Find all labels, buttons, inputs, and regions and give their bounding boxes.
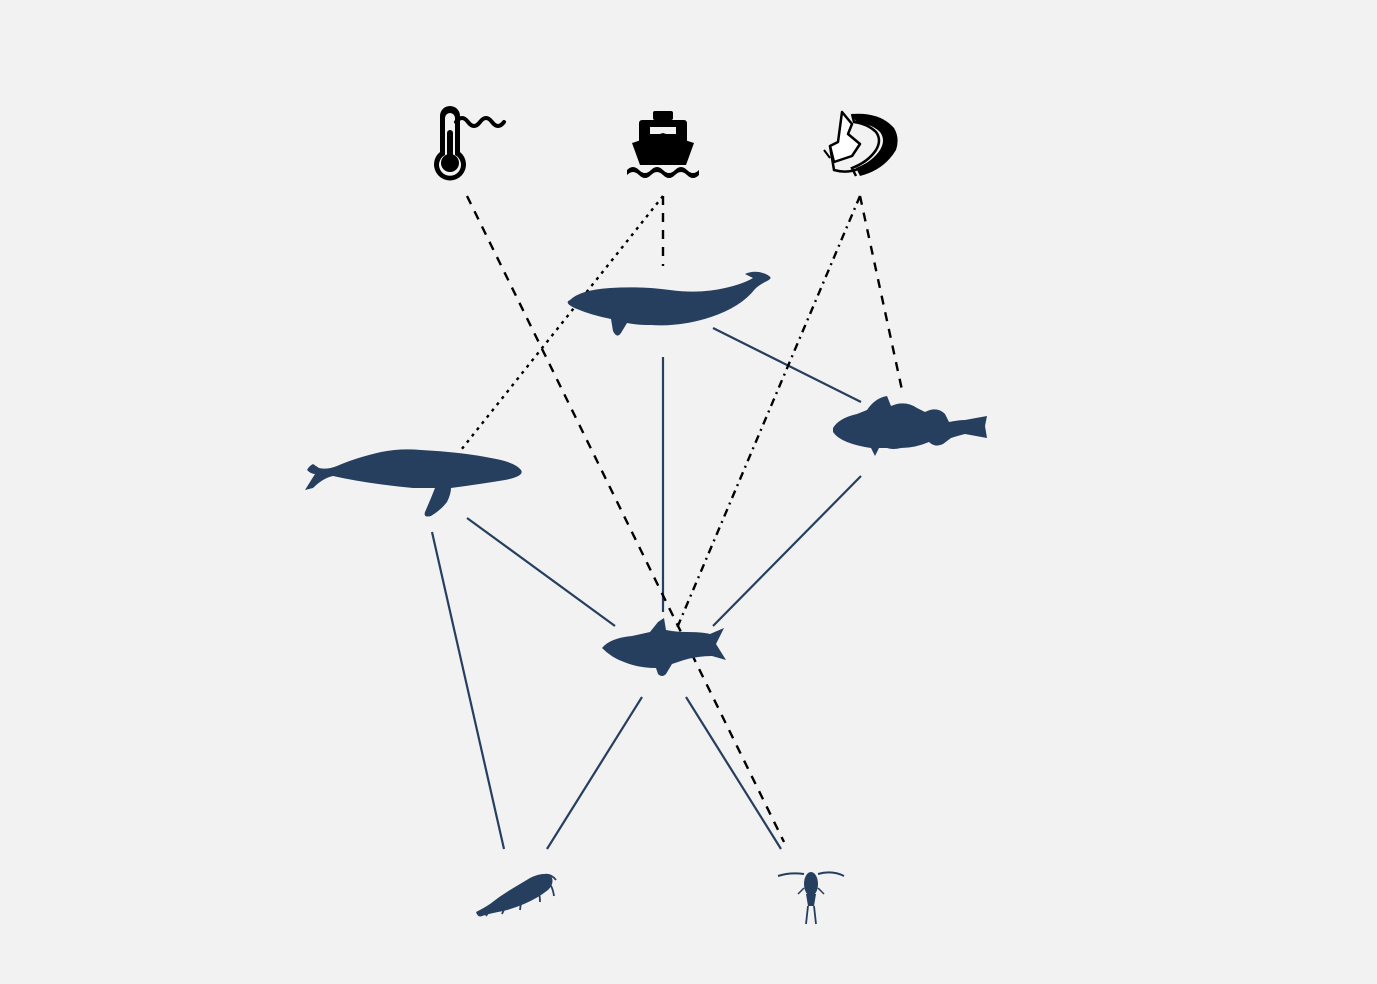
link-temperature-copepod <box>465 195 786 843</box>
bowhead-whale-icon <box>567 271 771 336</box>
thermometer-wave-icon <box>434 106 506 181</box>
link-capelin-copepod <box>685 696 782 850</box>
copepod-icon <box>777 871 845 925</box>
link-humpback-capelin <box>466 517 616 627</box>
capelin-icon <box>602 618 726 676</box>
link-fishing-cod <box>858 195 904 391</box>
humpback-whale-icon <box>305 449 522 517</box>
ship-icon <box>627 111 699 178</box>
cod-icon <box>833 396 987 456</box>
link-shipping-humpback <box>460 195 664 451</box>
krill-icon <box>476 873 557 917</box>
trophic-links <box>430 327 862 850</box>
fishing-net-icon <box>823 110 898 177</box>
link-humpback-krill <box>430 531 506 850</box>
link-fishing-capelin <box>675 195 862 629</box>
link-cod-capelin <box>712 475 862 627</box>
stressor-links <box>460 195 904 843</box>
link-capelin-krill <box>546 696 643 850</box>
link-bowhead-cod <box>712 327 862 403</box>
